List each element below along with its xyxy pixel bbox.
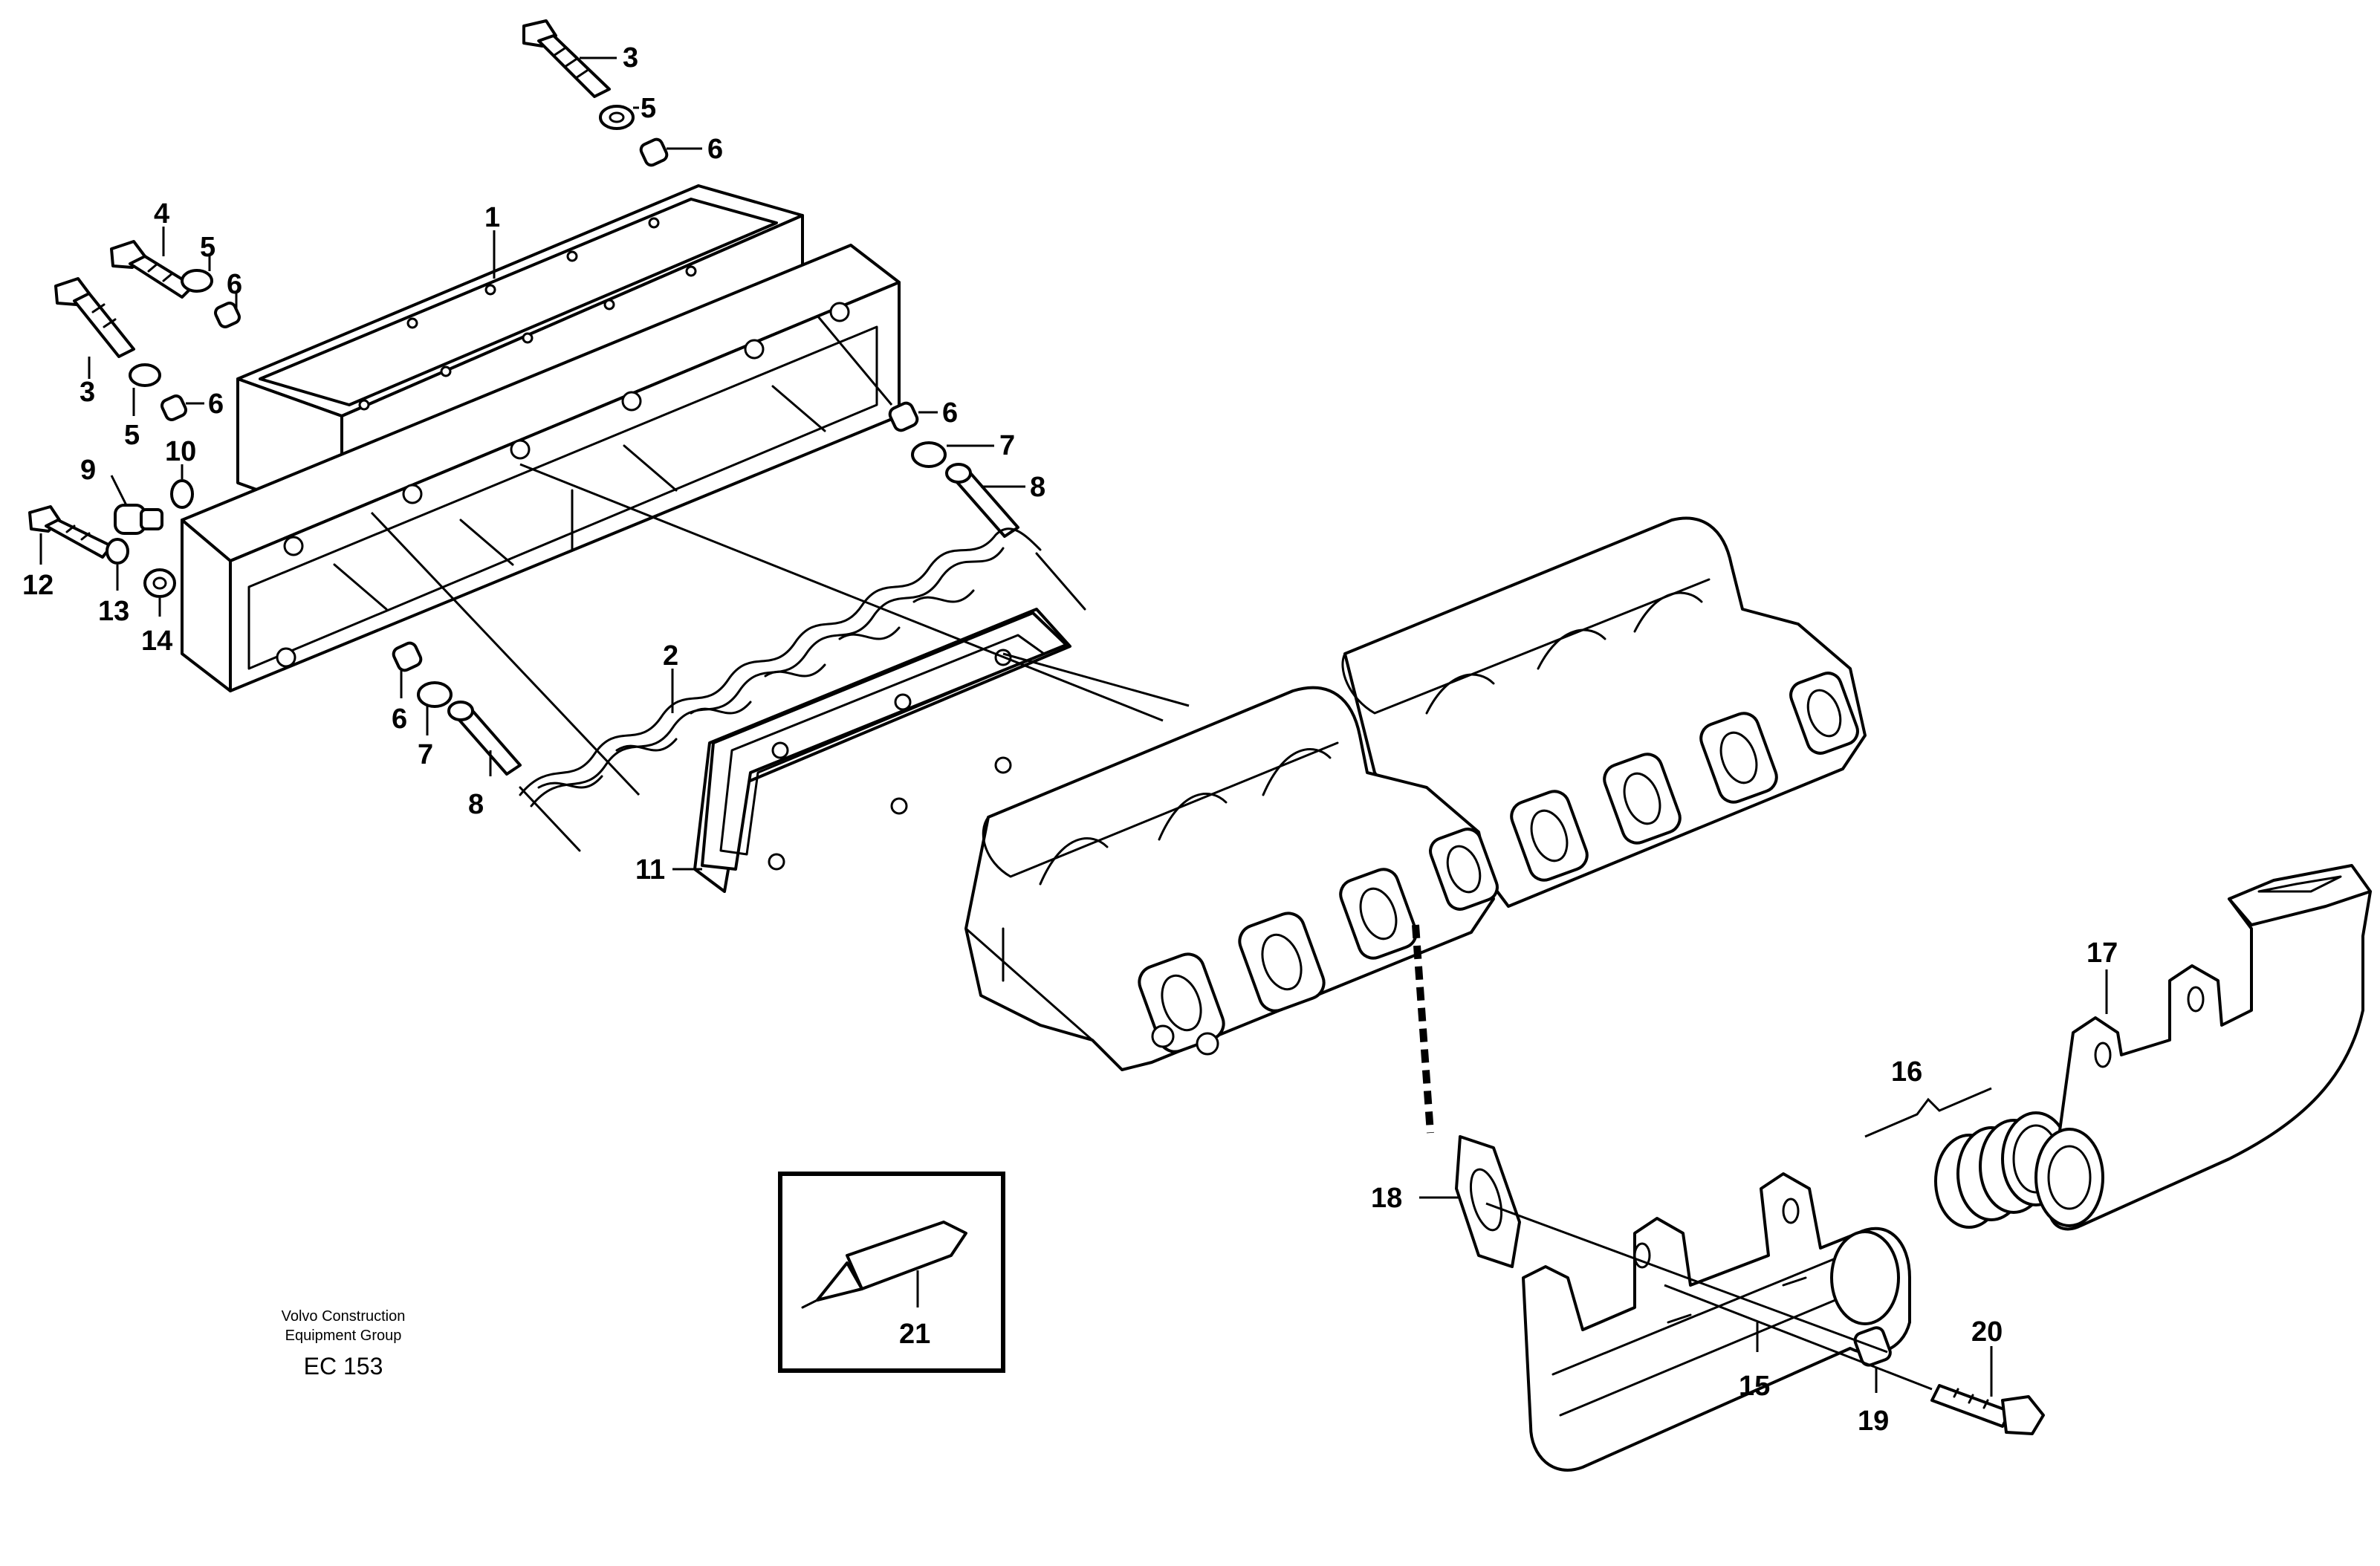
callout-19: 19 — [1858, 1406, 1889, 1437]
plug-9 — [114, 504, 163, 535]
footer-company-line1: Volvo Construction — [282, 1308, 406, 1325]
bolt-4 — [110, 240, 195, 299]
callout-15: 15 — [1739, 1371, 1770, 1402]
footer-code: EC 153 — [304, 1353, 383, 1380]
callout-18: 18 — [1371, 1183, 1402, 1214]
callout-7-right: 7 — [999, 430, 1015, 461]
callout-3-left: 3 — [80, 377, 95, 408]
washer-14-hole — [152, 576, 167, 590]
part-2-heating-coil — [519, 527, 1086, 852]
callout-8-right: 8 — [1030, 472, 1045, 503]
part-21-sealant-inset — [778, 1172, 1005, 1373]
washer-5-top-hole — [609, 111, 625, 123]
washer-5-upper — [181, 269, 213, 293]
cylinder-head-front — [964, 686, 1499, 1071]
cylinder-head-rear — [1341, 516, 1867, 908]
part-20-bolt — [1930, 1384, 2045, 1435]
callout-6-right: 6 — [942, 397, 958, 429]
callout-12: 12 — [22, 570, 53, 601]
callout-20: 20 — [1971, 1316, 2003, 1348]
washer-13 — [106, 538, 129, 565]
callout-6-upper: 6 — [227, 269, 242, 300]
bolt-3-left — [54, 277, 135, 358]
part-17-exhaust-manifold-rear — [2034, 864, 2372, 1231]
washer-10 — [170, 479, 194, 509]
bolt-3-top — [522, 19, 611, 98]
washer-7-right — [911, 441, 947, 468]
callout-16: 16 — [1891, 1056, 1922, 1088]
callout-10: 10 — [165, 436, 196, 467]
part-15-exhaust-manifold-front — [1522, 1172, 1911, 1472]
callout-1: 1 — [484, 202, 500, 233]
alignment-dashed-line — [1412, 924, 1434, 1134]
footer-company-line2: Equipment Group — [285, 1328, 402, 1344]
stud-8-right — [945, 463, 1019, 538]
stud-8-bottom — [447, 701, 522, 776]
callout-2: 2 — [663, 640, 678, 672]
washer-5-lower — [129, 363, 161, 387]
footer: Volvo Construction Equipment Group EC 15… — [282, 1308, 406, 1380]
spacer-6-bottom — [392, 641, 423, 672]
callout-6-top: 6 — [707, 134, 723, 165]
callout-21: 21 — [899, 1319, 930, 1350]
callout-7-bottom: 7 — [418, 739, 433, 770]
callout-5-top: 5 — [641, 93, 656, 124]
callout-6-lower: 6 — [208, 389, 224, 420]
callout-5-upper: 5 — [200, 232, 215, 263]
callout-3-top: 3 — [623, 42, 638, 74]
assembly-lines — [370, 315, 1933, 1391]
part-18-exhaust-gasket — [1455, 1135, 1521, 1268]
intake-housing — [181, 244, 901, 692]
spacer-6-right — [888, 401, 919, 432]
callouts: 1 2 3 3 4 5 5 5 6 6 6 6 6 — [22, 42, 2118, 1437]
callout-17: 17 — [2086, 938, 2118, 969]
spacer-6-lower — [160, 394, 187, 421]
callout-4: 4 — [154, 198, 169, 230]
spacer-6-upper — [214, 302, 241, 328]
callout-5-lower: 5 — [124, 420, 140, 451]
spacer-6-top — [639, 137, 669, 167]
callout-9: 9 — [80, 455, 96, 486]
callout-11: 11 — [635, 854, 665, 886]
washer-7-bottom — [417, 681, 453, 708]
callout-14: 14 — [141, 626, 172, 657]
callout-13: 13 — [98, 596, 129, 627]
callout-6-bottom: 6 — [392, 704, 407, 735]
callout-8-bottom: 8 — [468, 789, 484, 820]
